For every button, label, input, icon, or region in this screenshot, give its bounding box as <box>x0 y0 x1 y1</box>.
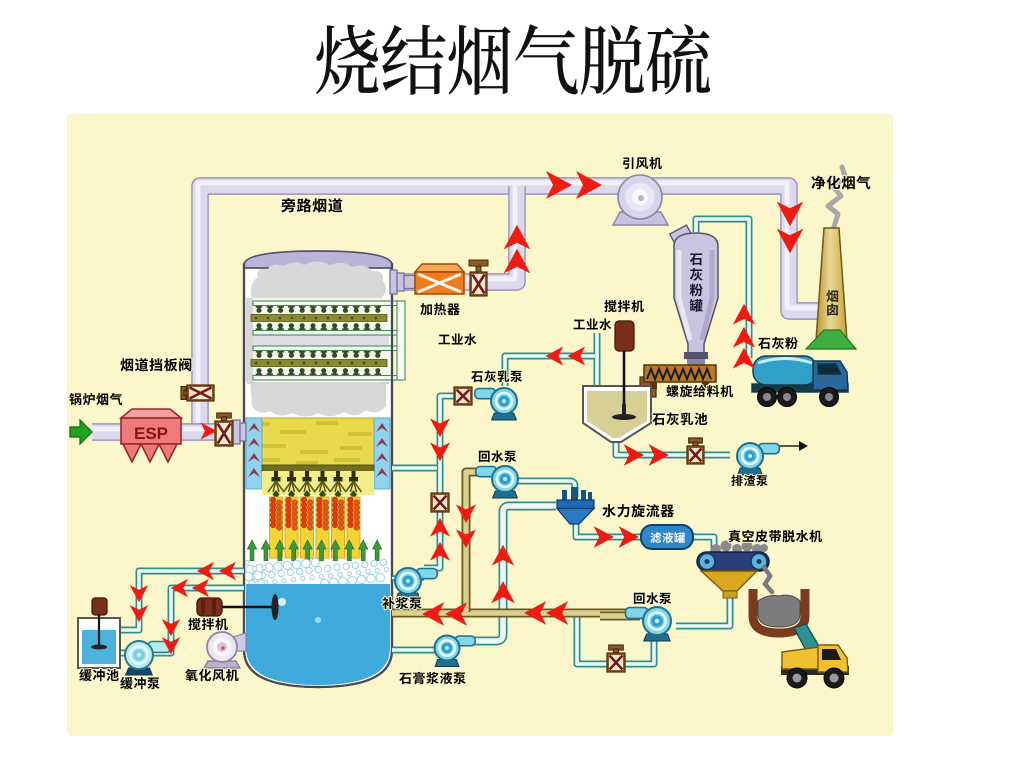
svg-text:ESP: ESP <box>134 424 168 443</box>
